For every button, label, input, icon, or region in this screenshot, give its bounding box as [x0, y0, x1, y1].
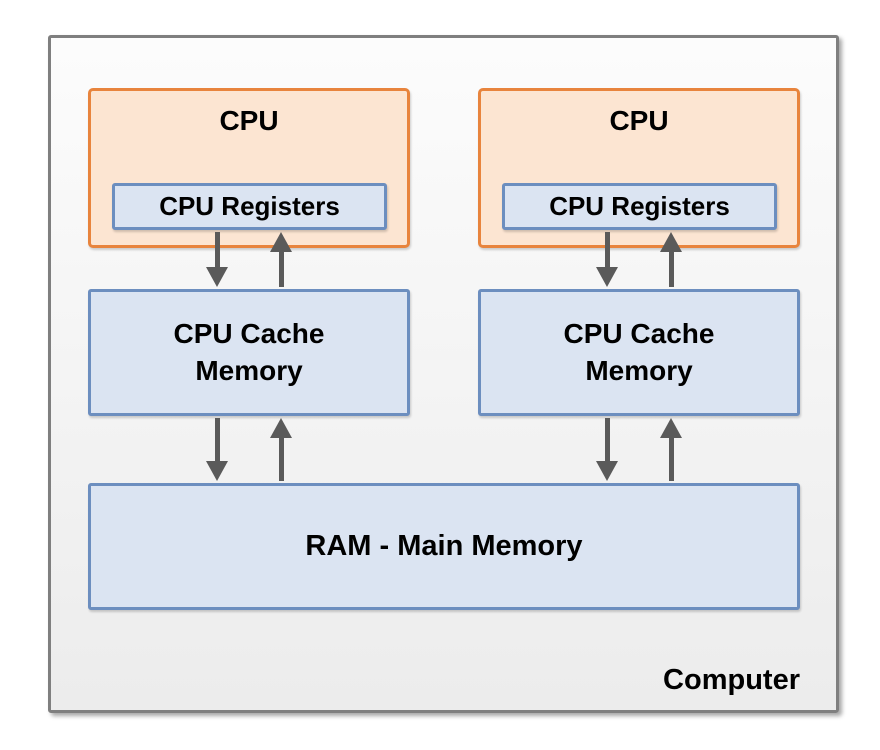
- arrow-stem: [604, 232, 610, 267]
- arrow-stem: [278, 252, 284, 287]
- arrow-head-down-icon: [206, 461, 228, 481]
- arrow-registers-to-cache-down-right: [596, 232, 618, 287]
- cpu-cache-label-left: CPU Cache Memory: [173, 318, 325, 386]
- arrow-head-up-icon: [660, 232, 682, 252]
- ram-box: RAM - Main Memory: [88, 483, 800, 610]
- arrow-cache-to-ram-down-right: [596, 418, 618, 481]
- arrow-stem: [604, 418, 610, 461]
- arrow-head-up-icon: [270, 232, 292, 252]
- ram-label: RAM - Main Memory: [305, 530, 583, 562]
- arrow-stem: [278, 438, 284, 481]
- arrow-cache-to-registers-up-right: [660, 232, 682, 287]
- arrow-ram-to-cache-up-left: [270, 418, 292, 481]
- cpu-registers-box-left: CPU Registers: [112, 183, 387, 230]
- arrow-head-down-icon: [596, 461, 618, 481]
- cpu-registers-box-right: CPU Registers: [502, 183, 777, 230]
- arrow-head-up-icon: [660, 418, 682, 438]
- computer-frame-label: Computer: [663, 664, 800, 696]
- cpu-registers-label-right: CPU Registers: [549, 191, 730, 221]
- cpu-cache-label-right: CPU Cache Memory: [563, 318, 715, 386]
- arrow-stem: [668, 252, 674, 287]
- arrow-stem: [668, 438, 674, 481]
- cpu-cache-box-left: CPU Cache Memory: [88, 289, 410, 416]
- cpu-label-right: CPU: [609, 105, 669, 136]
- arrow-cache-to-ram-down-left: [206, 418, 228, 481]
- arrow-head-down-icon: [206, 267, 228, 287]
- cpu-registers-label-left: CPU Registers: [159, 191, 340, 221]
- arrow-head-down-icon: [596, 267, 618, 287]
- arrow-registers-to-cache-down-left: [206, 232, 228, 287]
- arrow-ram-to-cache-up-right: [660, 418, 682, 481]
- arrow-stem: [214, 232, 220, 267]
- arrow-cache-to-registers-up-left: [270, 232, 292, 287]
- arrow-stem: [214, 418, 220, 461]
- arrow-head-up-icon: [270, 418, 292, 438]
- cpu-cache-box-right: CPU Cache Memory: [478, 289, 800, 416]
- cpu-label-left: CPU: [219, 105, 279, 136]
